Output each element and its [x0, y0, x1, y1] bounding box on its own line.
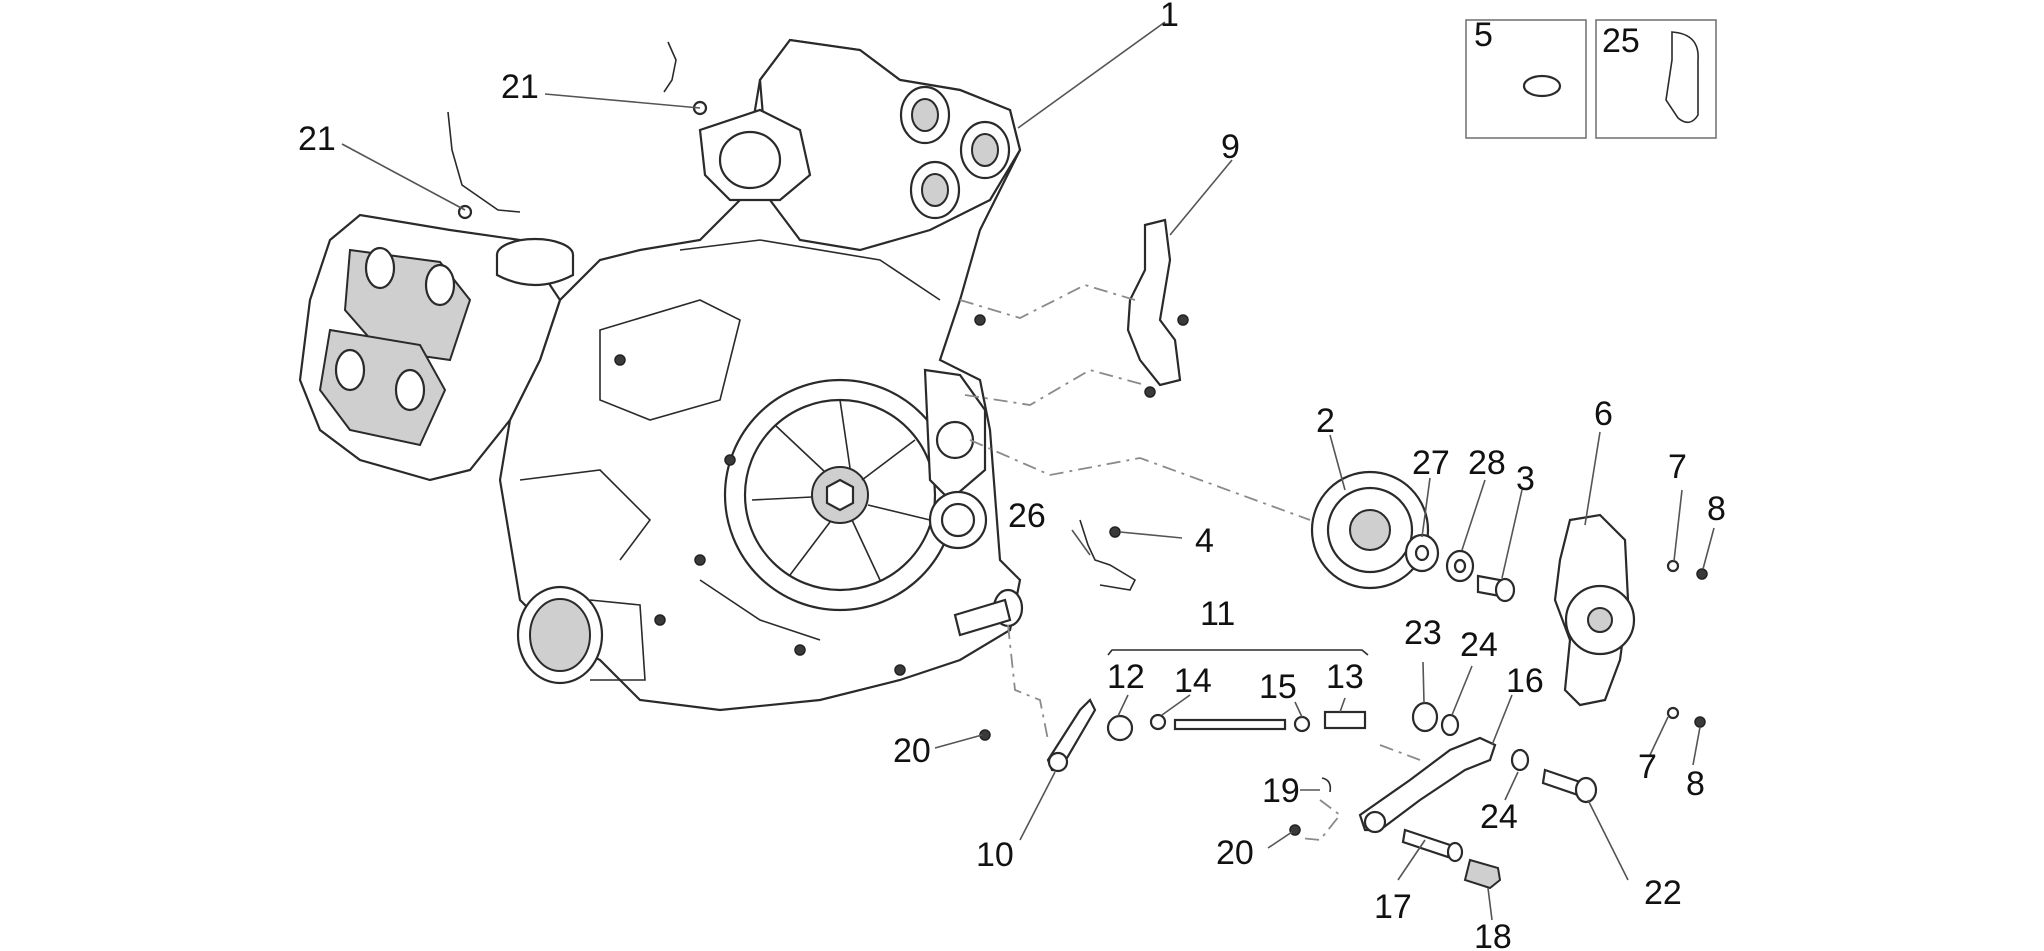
- rubber-peg: [1463, 858, 1502, 890]
- callout-10: 10: [976, 836, 1014, 874]
- washer-bolt-lower: [1666, 706, 1706, 728]
- callout-13: 13: [1326, 658, 1364, 696]
- callout-7: 7: [1668, 448, 1687, 486]
- gear-pedal: [1358, 736, 1497, 834]
- bolt-4: [1109, 526, 1121, 538]
- callout-21: 21: [501, 68, 539, 106]
- orings-24: [1440, 713, 1530, 772]
- callout-28: 28: [1468, 444, 1506, 482]
- callout-labels: 1 21 21 9 5 25 2 27 28 3 6 7 8 26 4 11 2…: [298, 0, 1726, 951]
- breather-hose-top: [663, 41, 708, 116]
- shift-rod-assembly: [1106, 649, 1369, 742]
- callout-6: 6: [1594, 395, 1613, 433]
- callout-4: 4: [1195, 522, 1214, 560]
- callout-16: 16: [1506, 662, 1544, 700]
- breather-hose-left: [447, 111, 521, 220]
- part-box-5: [1465, 19, 1587, 139]
- part-box-25: [1595, 19, 1717, 139]
- callout-2: 2: [1316, 402, 1335, 440]
- washer-28: [1445, 549, 1475, 583]
- leader-lines: [341, 21, 1715, 921]
- callout-8: 8: [1707, 490, 1726, 528]
- callout-1: 1: [1160, 0, 1179, 34]
- wire-clip: [1079, 519, 1137, 591]
- callout-7: 7: [1638, 748, 1657, 786]
- callout-22: 22: [1644, 874, 1682, 912]
- callout-3: 3: [1516, 460, 1535, 498]
- callout-14: 14: [1174, 662, 1212, 700]
- callout-24: 24: [1460, 626, 1498, 664]
- pin-17: [1401, 828, 1464, 863]
- callout-17: 17: [1374, 888, 1412, 926]
- callout-20: 20: [1216, 834, 1254, 872]
- callout-24: 24: [1480, 798, 1518, 836]
- callout-21: 21: [298, 120, 336, 158]
- callout-26: 26: [1008, 497, 1046, 535]
- washer-27: [1404, 533, 1440, 573]
- sprocket-cover: [1553, 513, 1636, 707]
- circlip-19: [1321, 777, 1332, 793]
- callout-12: 12: [1107, 658, 1145, 696]
- callout-19: 19: [1262, 772, 1300, 810]
- engine-assembly: [298, 38, 1024, 712]
- callout-27: 27: [1412, 444, 1450, 482]
- callout-23: 23: [1404, 614, 1442, 652]
- callout-11: 11: [1200, 595, 1235, 633]
- bolt-3: [1476, 574, 1516, 603]
- pivot-bolt: [1541, 768, 1598, 804]
- washer-23: [1411, 701, 1439, 733]
- washer-bolt-upper: [1666, 559, 1708, 580]
- shift-lever: [979, 698, 1097, 773]
- callout-8: 8: [1686, 765, 1705, 803]
- callout-25: 25: [1602, 22, 1640, 60]
- alignment-lines: [959, 284, 1421, 841]
- callout-5: 5: [1474, 16, 1493, 54]
- sprocket: [1310, 470, 1430, 590]
- callout-18: 18: [1474, 918, 1512, 951]
- bolt-20-lower: [1289, 824, 1301, 836]
- bracket: [1126, 218, 1189, 398]
- callout-9: 9: [1221, 128, 1240, 166]
- callout-20: 20: [893, 732, 931, 770]
- callout-15: 15: [1259, 668, 1297, 706]
